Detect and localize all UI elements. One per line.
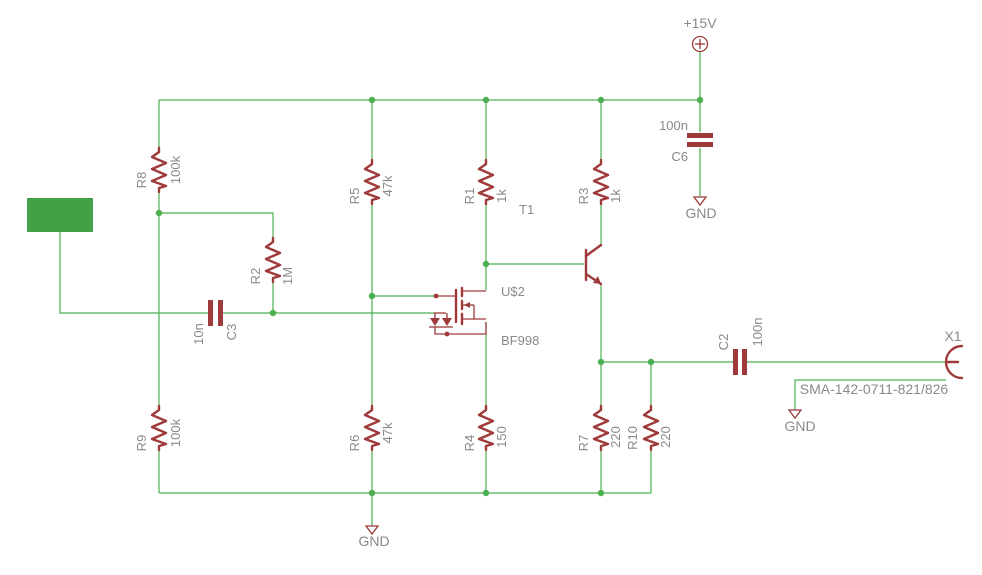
resistor-r3: R3 1k xyxy=(576,158,623,206)
input-pad xyxy=(27,198,93,232)
ground-symbol-c6: GND xyxy=(685,196,717,221)
resistor-r10: R10 220 xyxy=(625,404,673,452)
r5-name: R5 xyxy=(347,188,362,205)
junction-dot xyxy=(696,96,704,104)
mosfet-value: BF998 xyxy=(501,333,539,348)
connector-name: X1 xyxy=(944,328,961,344)
junction-dot xyxy=(482,489,490,497)
resistor-r6: R6 47k xyxy=(347,404,395,452)
connector-value: SMA-142-0711-821/826 xyxy=(800,381,949,397)
r7-value: 220 xyxy=(608,426,623,448)
r9-value: 100k xyxy=(168,418,183,447)
mosfet-u2: U$2 BF998 xyxy=(429,284,539,348)
resistor-r7: R7 220 xyxy=(576,404,623,452)
sma-connector-x1: X1 SMA-142-0711-821/826 xyxy=(800,328,964,397)
transistor-t1: T1 xyxy=(519,202,603,286)
ground-label: GND xyxy=(358,533,389,549)
junction-dot xyxy=(597,96,605,104)
r3-value: 1k xyxy=(608,189,623,203)
c3-name: C3 xyxy=(224,324,239,341)
wires xyxy=(59,52,946,526)
ground-label: GND xyxy=(685,205,716,221)
c3-value: 10n xyxy=(191,323,206,345)
junction-dot xyxy=(368,292,376,300)
junction-dot xyxy=(368,489,376,497)
r9-name: R9 xyxy=(134,435,149,452)
junction-dot xyxy=(482,96,490,104)
mosfet-name: U$2 xyxy=(501,284,525,299)
junctions xyxy=(155,96,704,497)
junction-dot xyxy=(597,358,605,366)
r1-name: R1 xyxy=(462,188,477,205)
junction-dot xyxy=(368,96,376,104)
r8-name: R8 xyxy=(134,172,149,189)
r10-value: 220 xyxy=(658,426,673,448)
r10-name: R10 xyxy=(625,426,640,450)
c2-value: 100n xyxy=(750,318,765,347)
c6-name: C6 xyxy=(671,149,688,164)
r7-name: R7 xyxy=(576,435,591,452)
r8-value: 100k xyxy=(168,155,183,184)
ground-symbol-bottom: GND xyxy=(358,525,390,549)
r6-name: R6 xyxy=(347,435,362,452)
c2-name: C2 xyxy=(716,334,731,351)
supply-symbol: +15V xyxy=(683,15,717,53)
ground-symbol-connector: GND xyxy=(784,409,816,434)
resistor-r5: R5 47k xyxy=(347,158,395,206)
r2-value: 1M xyxy=(280,267,295,285)
supply-label: +15V xyxy=(683,15,717,31)
junction-dot xyxy=(269,309,277,317)
c6-value: 100n xyxy=(659,118,688,133)
junction-dot xyxy=(482,260,490,268)
r4-value: 150 xyxy=(494,426,509,448)
ground-label: GND xyxy=(784,418,815,434)
resistor-r2: R2 1M xyxy=(248,236,295,285)
resistor-r1: R1 1k xyxy=(462,158,509,206)
r4-name: R4 xyxy=(462,435,477,452)
r5-value: 47k xyxy=(380,175,395,196)
r3-name: R3 xyxy=(576,188,591,205)
capacitor-c2: C2 100n xyxy=(716,318,765,375)
capacitor-c6: 100n C6 xyxy=(659,118,713,164)
r2-name: R2 xyxy=(248,268,263,285)
resistor-r4: R4 150 xyxy=(462,404,509,452)
junction-dot xyxy=(597,489,605,497)
capacitor-c3: 10n C3 xyxy=(191,300,239,345)
junction-dot xyxy=(155,209,163,217)
r1-value: 1k xyxy=(494,189,509,203)
junction-dot xyxy=(647,358,655,366)
r6-value: 47k xyxy=(380,422,395,443)
resistor-r8: R8 100k xyxy=(134,146,183,194)
resistor-r9: R9 100k xyxy=(134,404,183,452)
transistor-name: T1 xyxy=(519,202,534,217)
